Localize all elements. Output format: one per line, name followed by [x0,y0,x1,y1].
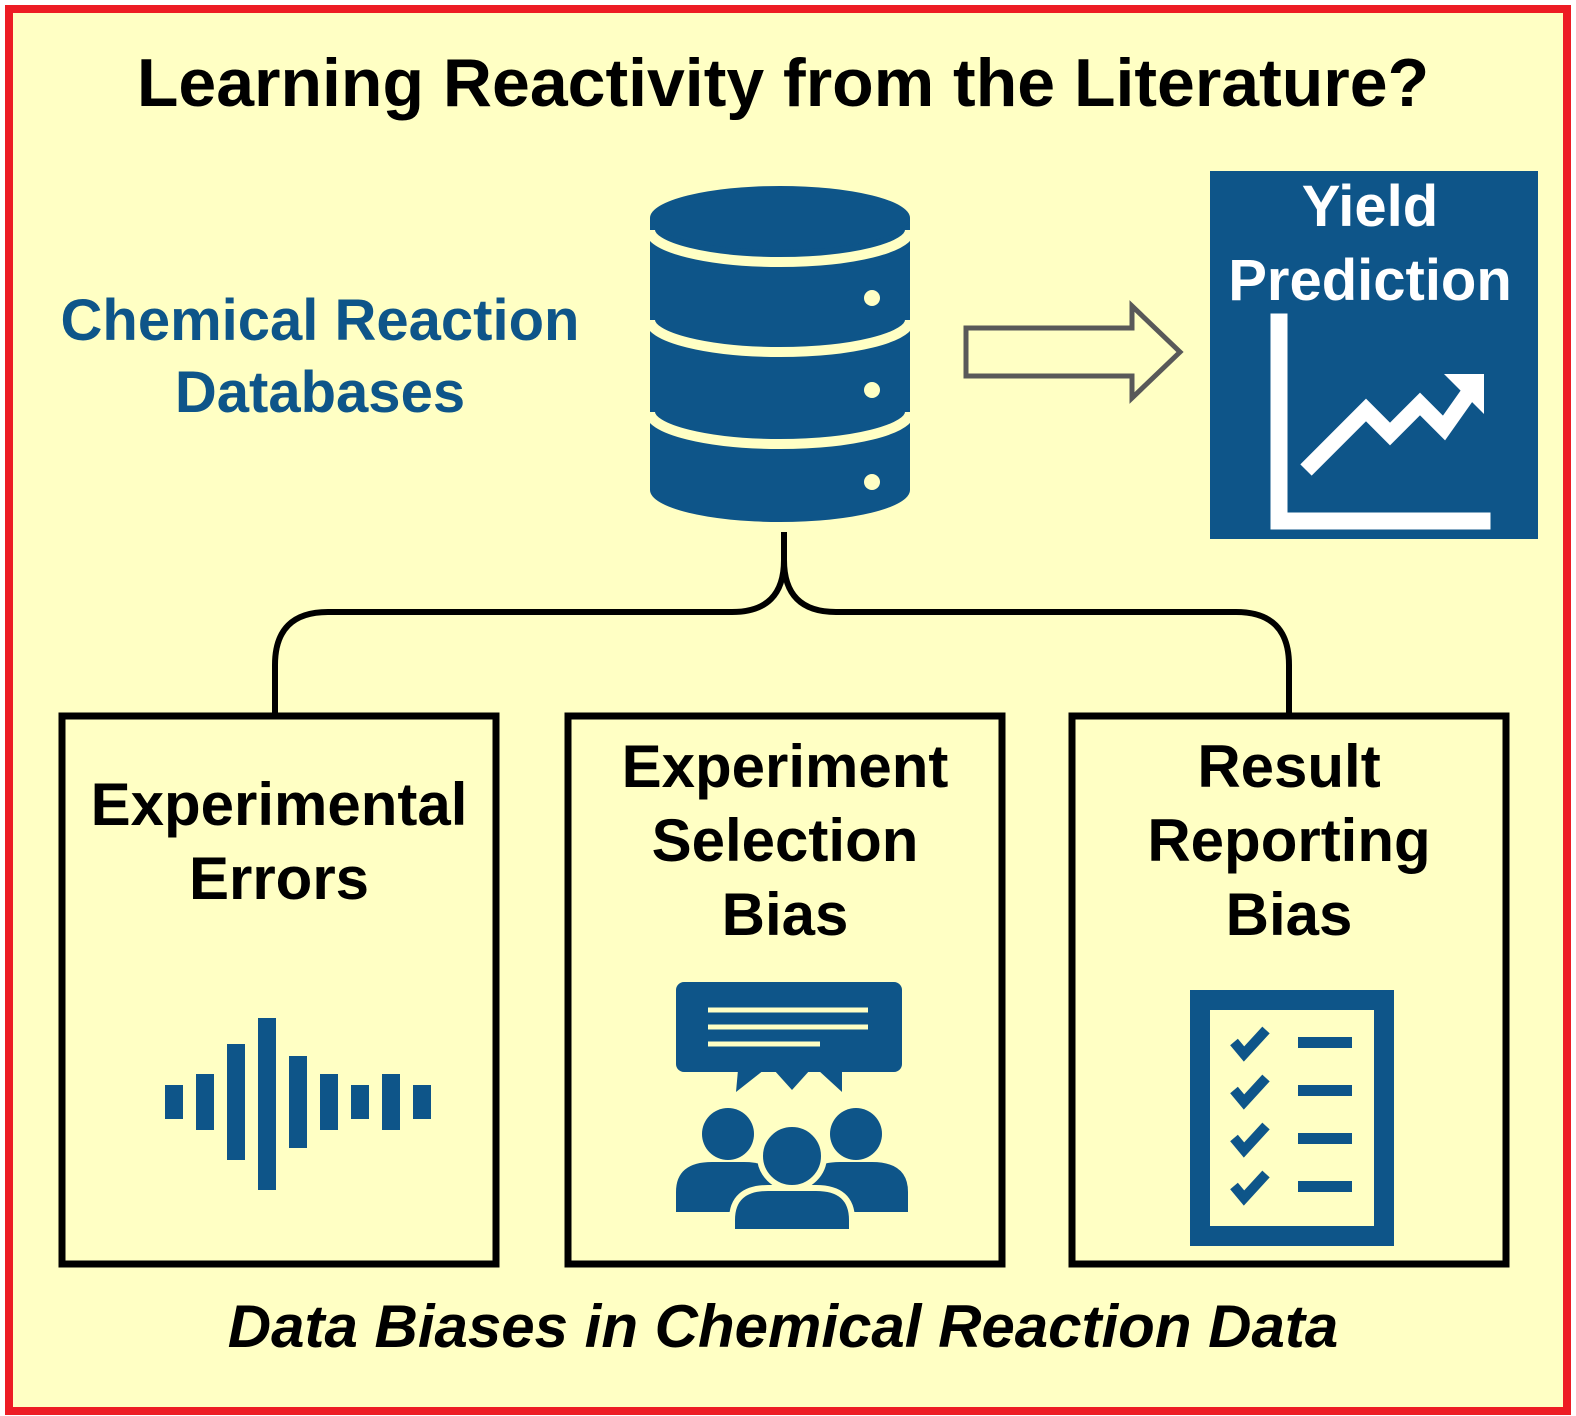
bias-label-line1: Experimental [90,771,468,838]
checklist-icon [1190,990,1394,1246]
bias-label-line2: Reporting [1147,807,1431,874]
bias-label-line1: Result [1197,733,1381,800]
branch-connector [272,532,1292,714]
database-label-line1: Chemical Reaction [60,288,580,353]
yield-label-line1: Yield [1301,174,1439,239]
bias-label-line2: Selection [651,807,919,874]
sound-wave-icon [165,1018,431,1190]
bias-label-line2: Errors [188,845,370,912]
database-label-line2: Databases [174,360,466,425]
group-discussion-icon [676,982,908,1235]
yield-prediction-box [1210,171,1538,539]
experiment-selection-bias-label: Experiment Selection Bias [568,730,1002,952]
database-label: Chemical Reaction Databases [20,285,620,429]
experimental-errors-label: Experimental Errors [62,768,496,916]
trending-chart-icon [1270,313,1491,530]
arrow-right-icon [963,300,1184,404]
yield-prediction-label: Yield Prediction [1206,170,1534,318]
bias-box-experimental-errors [58,712,500,1268]
bias-box-experiment-selection [564,712,1006,1268]
yield-label-line2: Prediction [1228,248,1512,313]
bias-box-result-reporting [1068,712,1510,1268]
page-title: Learning Reactivity from the Literature? [136,45,1430,121]
bias-label-line3: Bias [721,881,849,948]
bias-label-line3: Bias [1225,881,1353,948]
database-icon [645,186,915,522]
result-reporting-bias-label: Result Reporting Bias [1072,730,1506,952]
bias-label-line1: Experiment [621,733,949,800]
caption: Data Biases in Chemical Reaction Data [227,1293,1339,1360]
